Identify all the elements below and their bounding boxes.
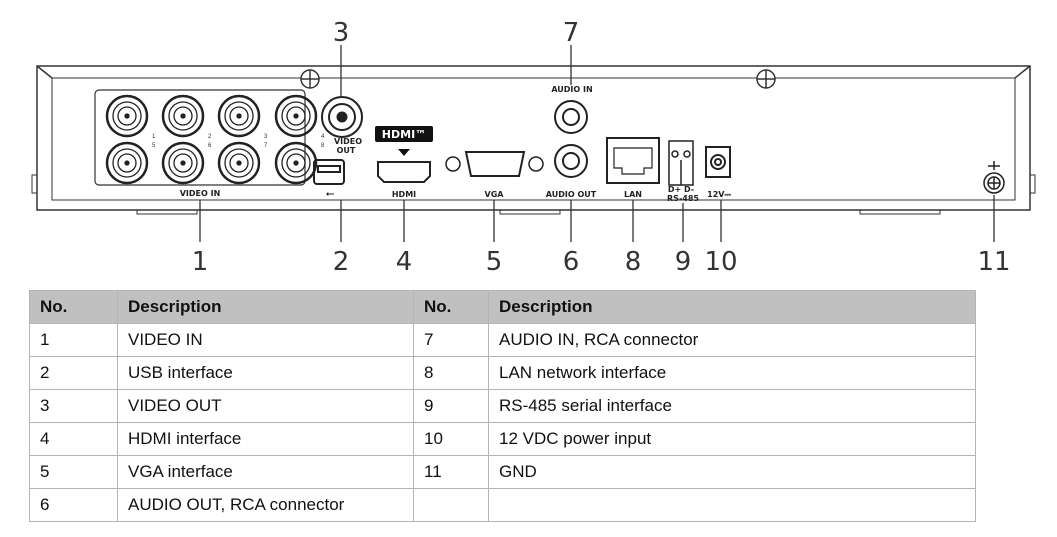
cell-description: HDMI interface bbox=[117, 422, 414, 456]
callout-8: 8 bbox=[625, 247, 642, 277]
header-description: Description bbox=[117, 290, 414, 324]
channel-number: 3 bbox=[264, 134, 268, 140]
cell-description-2 bbox=[488, 488, 976, 522]
table-header-row: No. Description No. Description bbox=[29, 290, 976, 324]
cell-description-2: AUDIO IN, RCA connector bbox=[488, 323, 976, 357]
cell-description-2: GND bbox=[488, 455, 976, 489]
callout-7: 7 bbox=[563, 18, 580, 48]
channel-number: 7 bbox=[264, 143, 268, 149]
callout-10: 10 bbox=[704, 247, 737, 277]
video-out-bnc-icon bbox=[321, 96, 363, 138]
bnc-connectors: 1 5 2 6 3 7 4 8 bbox=[105, 94, 325, 185]
callout-11: 11 bbox=[977, 247, 1010, 277]
header-no-2: No. bbox=[413, 290, 489, 324]
callout-9: 9 bbox=[675, 247, 692, 277]
video-out-label-2: OUT bbox=[337, 146, 356, 155]
header-no: No. bbox=[29, 290, 118, 324]
vga-label: VGA bbox=[485, 190, 505, 199]
callout-3: 3 bbox=[333, 18, 350, 48]
bnc-connector-icon bbox=[274, 141, 318, 185]
terminal-block-icon bbox=[668, 140, 694, 186]
cell-no: 2 bbox=[29, 356, 118, 390]
dc-jack-icon bbox=[705, 146, 731, 178]
cell-description-2: LAN network interface bbox=[488, 356, 976, 390]
cell-no-2 bbox=[413, 488, 489, 522]
audio-out-label: AUDIO OUT bbox=[546, 190, 597, 199]
cell-no: 4 bbox=[29, 422, 118, 456]
cell-no: 1 bbox=[29, 323, 118, 357]
video-out-label: VIDEO bbox=[334, 137, 362, 146]
callout-4: 4 bbox=[396, 247, 413, 277]
usb-port-icon bbox=[313, 159, 345, 185]
lan-label: LAN bbox=[624, 190, 642, 199]
cell-description: VIDEO OUT bbox=[117, 389, 414, 423]
hdmi-port-icon bbox=[377, 161, 431, 183]
channel-number: 4 bbox=[321, 134, 325, 140]
screw-icon bbox=[300, 69, 776, 89]
cell-no-2: 10 bbox=[413, 422, 489, 456]
vga-port-icon bbox=[445, 151, 544, 177]
rs485-pins-label: D+ D- bbox=[668, 185, 694, 194]
video-in-panel bbox=[94, 89, 306, 186]
chassis bbox=[31, 65, 1036, 215]
bnc-connector-icon bbox=[274, 94, 318, 138]
channel-number: 8 bbox=[321, 143, 325, 149]
channel-number: 6 bbox=[208, 143, 212, 149]
callout-6: 6 bbox=[563, 247, 580, 277]
rca-connector-icon bbox=[554, 100, 588, 178]
cell-no: 6 bbox=[29, 488, 118, 522]
cell-description: AUDIO OUT, RCA connector bbox=[117, 488, 414, 522]
cell-no-2: 8 bbox=[413, 356, 489, 390]
channel-number: 1 bbox=[152, 134, 156, 140]
callout-leaders bbox=[199, 45, 995, 242]
bnc-connector-icon bbox=[217, 141, 261, 185]
cell-no-2: 11 bbox=[413, 455, 489, 489]
callout-2: 2 bbox=[333, 247, 350, 277]
rs485-label: RS-485 bbox=[667, 194, 699, 203]
hdmi-arrow-icon bbox=[398, 149, 410, 156]
video-in-label: VIDEO IN bbox=[180, 189, 221, 198]
hdmi-label: HDMI bbox=[392, 190, 416, 199]
bnc-connector-icon bbox=[105, 141, 149, 185]
callout-5: 5 bbox=[486, 247, 503, 277]
bnc-connector-icon bbox=[161, 94, 205, 138]
cell-no-2: 7 bbox=[413, 323, 489, 357]
power-label: 12V⎓ bbox=[707, 190, 731, 199]
channel-number: 5 bbox=[152, 143, 156, 149]
ground-screw-icon bbox=[983, 161, 1005, 194]
cell-no: 3 bbox=[29, 389, 118, 423]
rj45-port-icon bbox=[606, 137, 660, 184]
bnc-connector-icon bbox=[105, 94, 149, 138]
cell-description-2: RS-485 serial interface bbox=[488, 389, 976, 423]
channel-number: 2 bbox=[208, 134, 212, 140]
audio-in-label: AUDIO IN bbox=[551, 85, 592, 94]
cell-description: VGA interface bbox=[117, 455, 414, 489]
hdmi-logo: HDMI™ bbox=[382, 128, 426, 141]
cell-no-2: 9 bbox=[413, 389, 489, 423]
cell-no: 5 bbox=[29, 455, 118, 489]
cell-description-2: 12 VDC power input bbox=[488, 422, 976, 456]
header-description-2: Description bbox=[488, 290, 976, 324]
cell-description: USB interface bbox=[117, 356, 414, 390]
bnc-connector-icon bbox=[217, 94, 261, 138]
usb-icon: ⭠ bbox=[326, 188, 335, 200]
hdmi-logo-badge bbox=[375, 126, 433, 142]
callout-1: 1 bbox=[192, 247, 209, 277]
cell-description: VIDEO IN bbox=[117, 323, 414, 357]
bnc-connector-icon bbox=[161, 141, 205, 185]
rear-panel-diagram: 1 5 2 6 3 7 4 8 VIDEO IN VIDEO OUT ⭠ HDMI™ HDMI… bbox=[31, 18, 1036, 277]
